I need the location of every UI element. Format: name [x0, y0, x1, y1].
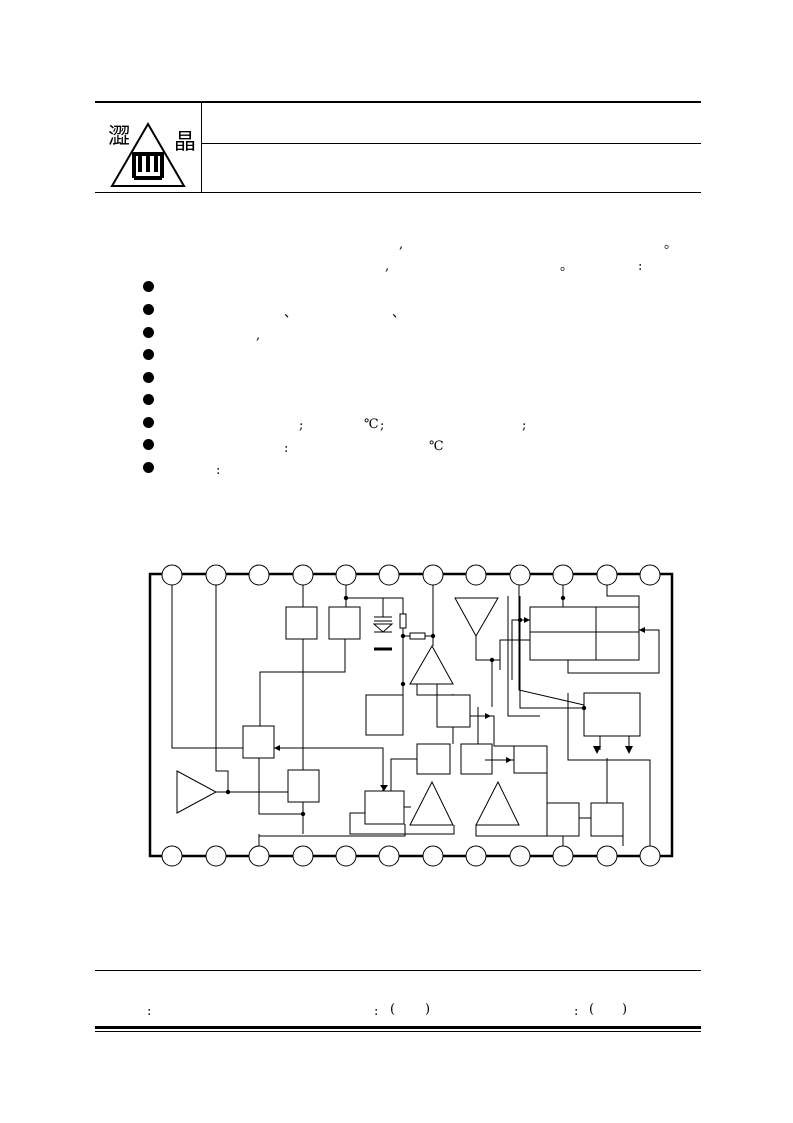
block-mid-2	[416, 743, 451, 775]
header-middle-rule	[201, 143, 701, 144]
header-divider	[201, 102, 202, 193]
logo-right-glyph: 晶	[174, 130, 197, 155]
feature-7-mark-4: ;	[522, 418, 527, 433]
intro-mark-4: 。	[560, 259, 574, 274]
footer-mark-6: (	[589, 1002, 595, 1017]
amp-mid	[409, 644, 454, 685]
footer-mark-5: :	[574, 1004, 579, 1019]
intro-mark-5: :	[638, 259, 643, 274]
footer-mark-1: :	[147, 1004, 152, 1019]
intro-mark-1: ,	[399, 237, 404, 252]
block-low-r2	[590, 802, 624, 837]
block-a	[285, 606, 318, 640]
block-low-1	[364, 790, 405, 825]
block-b	[328, 606, 361, 640]
block-right-mid	[583, 692, 641, 737]
feature-7-mark-1: ;	[299, 418, 304, 433]
ic-package-outline	[148, 572, 674, 858]
feature-bullet-5	[143, 372, 154, 383]
block-diagram	[148, 564, 674, 867]
intro-mark-2: 。	[664, 237, 678, 252]
feature-bullet-4	[143, 349, 154, 360]
feature-bullet-9	[143, 462, 154, 473]
block-left-mid	[242, 725, 275, 759]
feature-bullet-2	[143, 304, 154, 315]
amp-left	[176, 770, 218, 814]
footer-mark-2: :	[374, 1004, 379, 1019]
feature-8-mark-2: ℃	[429, 439, 444, 454]
block-mid-4	[513, 745, 548, 774]
feature-bullet-7	[143, 417, 154, 428]
amp-low-2	[475, 780, 520, 826]
block-left-low	[287, 769, 320, 803]
bottom-pins	[161, 845, 661, 867]
feature-2-mark-1: 、	[284, 306, 298, 321]
footer-thick-rule	[95, 1026, 701, 1029]
block-low-r1	[546, 802, 580, 837]
feature-8-mark-1: :	[284, 441, 289, 456]
block-mid-1	[436, 694, 471, 728]
feature-7-mark-2: ℃	[364, 417, 379, 432]
resistor-v	[399, 613, 407, 629]
footer-mark-4: )	[425, 1002, 431, 1017]
feature-bullet-6	[143, 394, 154, 405]
feature-2-mark-2: 、	[392, 306, 406, 321]
intro-mark-3: ,	[385, 259, 390, 274]
footer-mark-7: )	[622, 1002, 628, 1017]
logo-left-glyph: 澀	[104, 124, 129, 146]
header-bottom-rule	[95, 192, 701, 193]
diode	[372, 623, 394, 633]
block-logic-main	[529, 606, 640, 661]
feature-bullet-1	[143, 281, 154, 292]
footer-mark-3: (	[390, 1002, 396, 1017]
feature-9-mark-1: :	[216, 463, 221, 478]
footer-thin-rule	[95, 1031, 701, 1032]
amp-low-1	[409, 780, 454, 826]
resistor-h	[409, 632, 426, 640]
top-pins	[161, 564, 661, 586]
footer-top-rule	[95, 970, 701, 971]
header-top-rule	[95, 101, 701, 103]
block-mid-3	[460, 743, 493, 775]
feature-bullet-3	[143, 327, 154, 338]
amp-top	[454, 597, 499, 638]
feature-bullet-8	[143, 439, 154, 450]
feature-7-mark-3: ;	[380, 418, 385, 433]
company-logo: 澀 晶	[100, 110, 196, 190]
feature-3-mark-1: ,	[256, 328, 261, 343]
